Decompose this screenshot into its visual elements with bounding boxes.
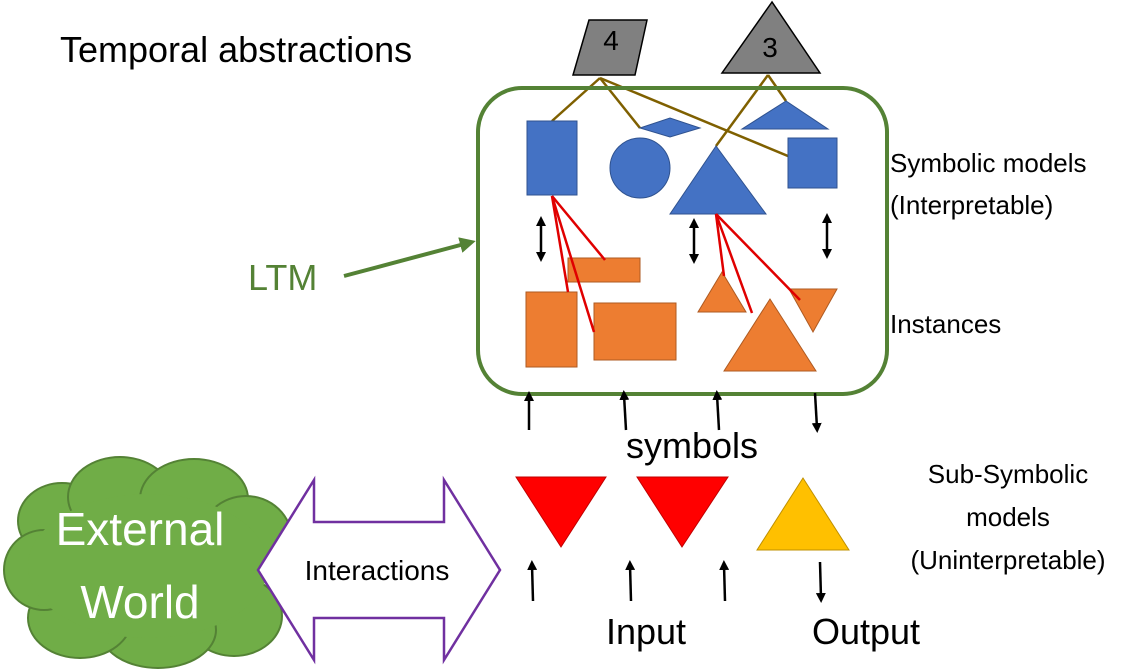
subsymbolic-yellow-triangle <box>756 477 850 551</box>
input-label: Input <box>606 611 686 652</box>
subsymbolic-label-line1: Sub-Symbolic <box>928 459 1088 489</box>
instance-small-triangle <box>697 271 747 313</box>
instance-links <box>550 195 801 333</box>
instance-tall-rectangle <box>525 291 578 368</box>
interactions-double-arrow <box>256 475 502 665</box>
external-world-label-line1: External <box>56 503 225 555</box>
abstraction-triangle <box>720 0 822 74</box>
ltm-box <box>476 86 889 396</box>
symbolic-instance-double-arrows <box>536 213 832 264</box>
symbols-label: symbols <box>626 425 758 466</box>
diagram-title: Temporal abstractions <box>60 29 412 70</box>
instance-inverted-triangle <box>788 288 838 334</box>
symbolic-small-triangle <box>740 100 830 130</box>
ltm-label: LTM <box>248 257 317 298</box>
instance-thin-rectangle <box>567 257 641 283</box>
symbolic-rectangle <box>526 120 578 196</box>
abstraction-3-label: 3 <box>762 32 778 63</box>
io-arrows <box>527 560 826 603</box>
abstraction-4-label: 4 <box>603 25 619 56</box>
external-world-label-line2: World <box>80 576 199 628</box>
ltm-arrow <box>343 237 476 278</box>
instances-label: Instances <box>890 309 1001 339</box>
interactions-label: Interactions <box>305 555 450 586</box>
symbolic-diamond <box>638 117 702 138</box>
symbolic-models-sublabel: (Interpretable) <box>890 190 1053 220</box>
subsymbolic-red-triangle-1 <box>515 476 607 548</box>
symbol-arrows <box>524 390 822 433</box>
instance-large-triangle <box>723 298 817 372</box>
subsymbolic-label-line3: (Uninterpretable) <box>910 545 1105 575</box>
symbolic-triangle <box>669 145 767 215</box>
symbolic-circle <box>609 137 671 199</box>
symbolic-models-label: Symbolic models <box>890 148 1087 178</box>
abstraction-parallelogram <box>572 19 648 76</box>
output-label: Output <box>812 611 920 652</box>
subsymbolic-red-triangle-2 <box>636 476 729 548</box>
instance-wide-rectangle <box>593 302 677 361</box>
symbolic-square <box>787 137 838 189</box>
external-world-cloud-core <box>28 494 268 638</box>
subsymbolic-label-line2: models <box>966 502 1050 532</box>
